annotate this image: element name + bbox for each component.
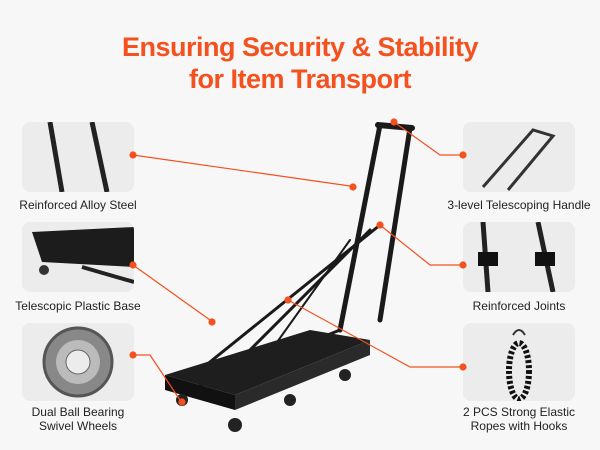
bearing-wheel-image (22, 323, 134, 401)
label-plastic-base: Telescopic Plastic Base (15, 299, 141, 313)
alloy-steel-image (22, 122, 134, 192)
title-line-2: for Item Transport (188, 64, 412, 94)
ropes-image (463, 323, 575, 401)
joints-image (463, 222, 575, 292)
label-handle: 3-level Telescoping Handle (447, 198, 591, 212)
label-alloy-steel: Reinforced Alloy Steel (19, 198, 137, 212)
title-line-1: Ensuring Security & Stability (121, 32, 479, 62)
telescoping-handle-image (463, 122, 575, 192)
plastic-base-image (22, 222, 134, 292)
label-ropes-2: Ropes with Hooks (470, 419, 568, 433)
label-wheels-2: Swivel Wheels (38, 419, 118, 433)
label-joints: Reinforced Joints (472, 299, 566, 313)
label-ropes-1: 2 PCS Strong Elastic (462, 405, 576, 419)
label-wheels-1: Dual Ball Bearing (31, 405, 125, 419)
